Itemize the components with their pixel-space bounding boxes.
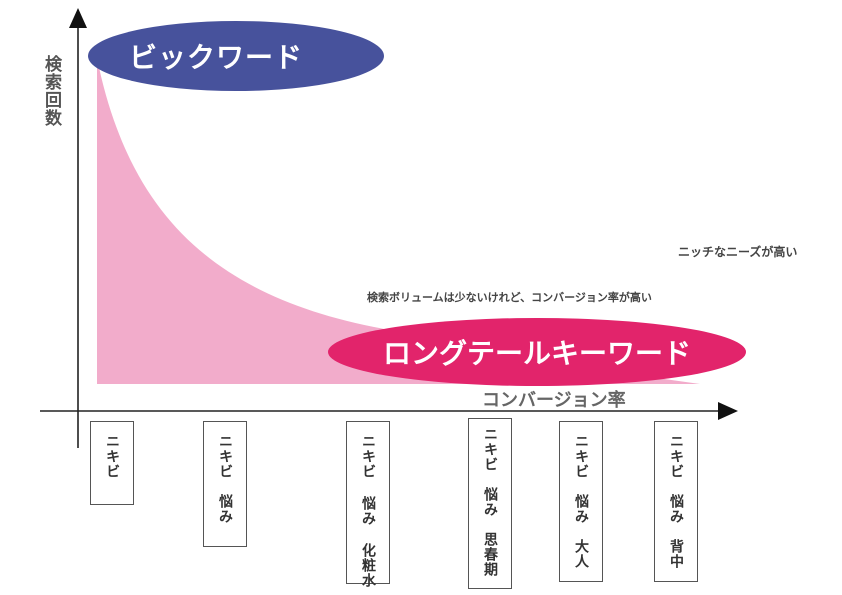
big-word-ellipse: ビックワード bbox=[88, 21, 384, 91]
keyword-box: ニキビ 悩み bbox=[203, 421, 247, 547]
y-axis-label: 検索回数 bbox=[41, 55, 61, 127]
x-axis-arrow bbox=[718, 402, 738, 420]
x-axis-label: コンバージョン率 bbox=[482, 390, 626, 411]
keyword-box: ニキビ bbox=[90, 421, 134, 505]
long-tail-curve-area bbox=[97, 58, 700, 384]
keyword-box: ニキビ 悩み 化粧水 bbox=[346, 421, 390, 588]
keyword-text: ニキビ bbox=[104, 434, 120, 479]
keyword-box: ニキビ 悩み 大人 bbox=[559, 421, 603, 582]
keyword-box: ニキビ 悩み 思春期 bbox=[468, 418, 512, 589]
keyword-text: ニキビ 悩み 背中 bbox=[668, 434, 684, 569]
long-tail-ellipse: ロングテールキーワード bbox=[328, 318, 746, 386]
niche-note: ニッチなニーズが高い bbox=[678, 245, 798, 259]
big-word-label: ビックワード bbox=[128, 41, 303, 74]
keyword-text: ニキビ 悩み bbox=[217, 434, 233, 524]
y-axis-arrow bbox=[69, 8, 87, 28]
keyword-text: ニキビ 悩み 化粧水 bbox=[360, 434, 376, 588]
keyword-box: ニキビ 悩み 背中 bbox=[654, 421, 698, 582]
long-tail-label: ロングテールキーワード bbox=[382, 337, 691, 370]
keyword-text: ニキビ 悩み 大人 bbox=[573, 434, 589, 569]
volume-note: 検索ボリュームは少ないけれど、コンバージョン率が高い bbox=[367, 291, 652, 304]
keyword-text: ニキビ 悩み 思春期 bbox=[482, 427, 498, 577]
